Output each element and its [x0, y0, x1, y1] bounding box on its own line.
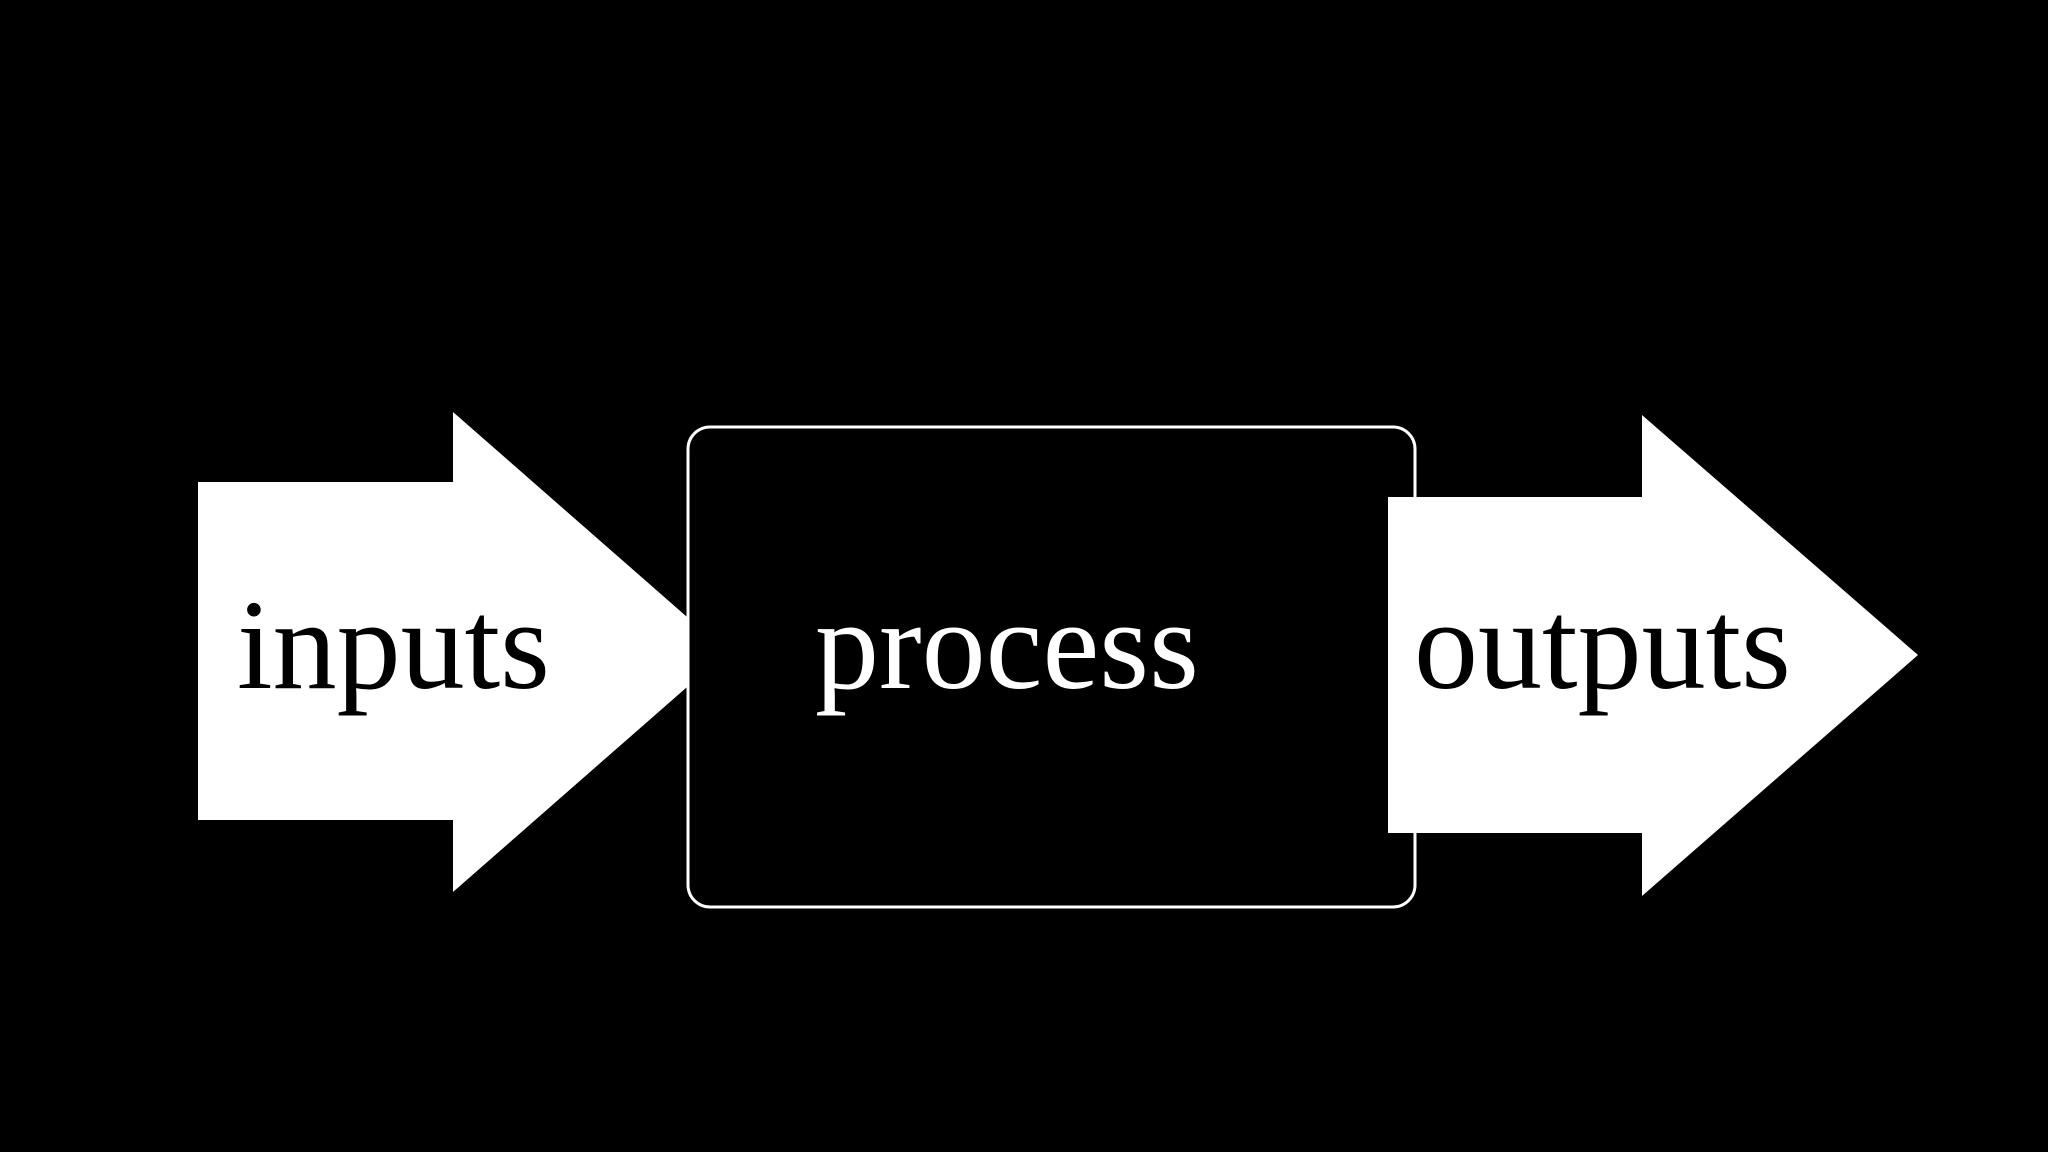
output-arrow-label: outputs	[1414, 574, 1791, 716]
input-arrow-shape	[198, 412, 727, 892]
output-arrow-shape	[1388, 415, 1918, 896]
input-arrow-label: inputs	[237, 574, 550, 716]
process-box-label: process	[815, 574, 1199, 716]
